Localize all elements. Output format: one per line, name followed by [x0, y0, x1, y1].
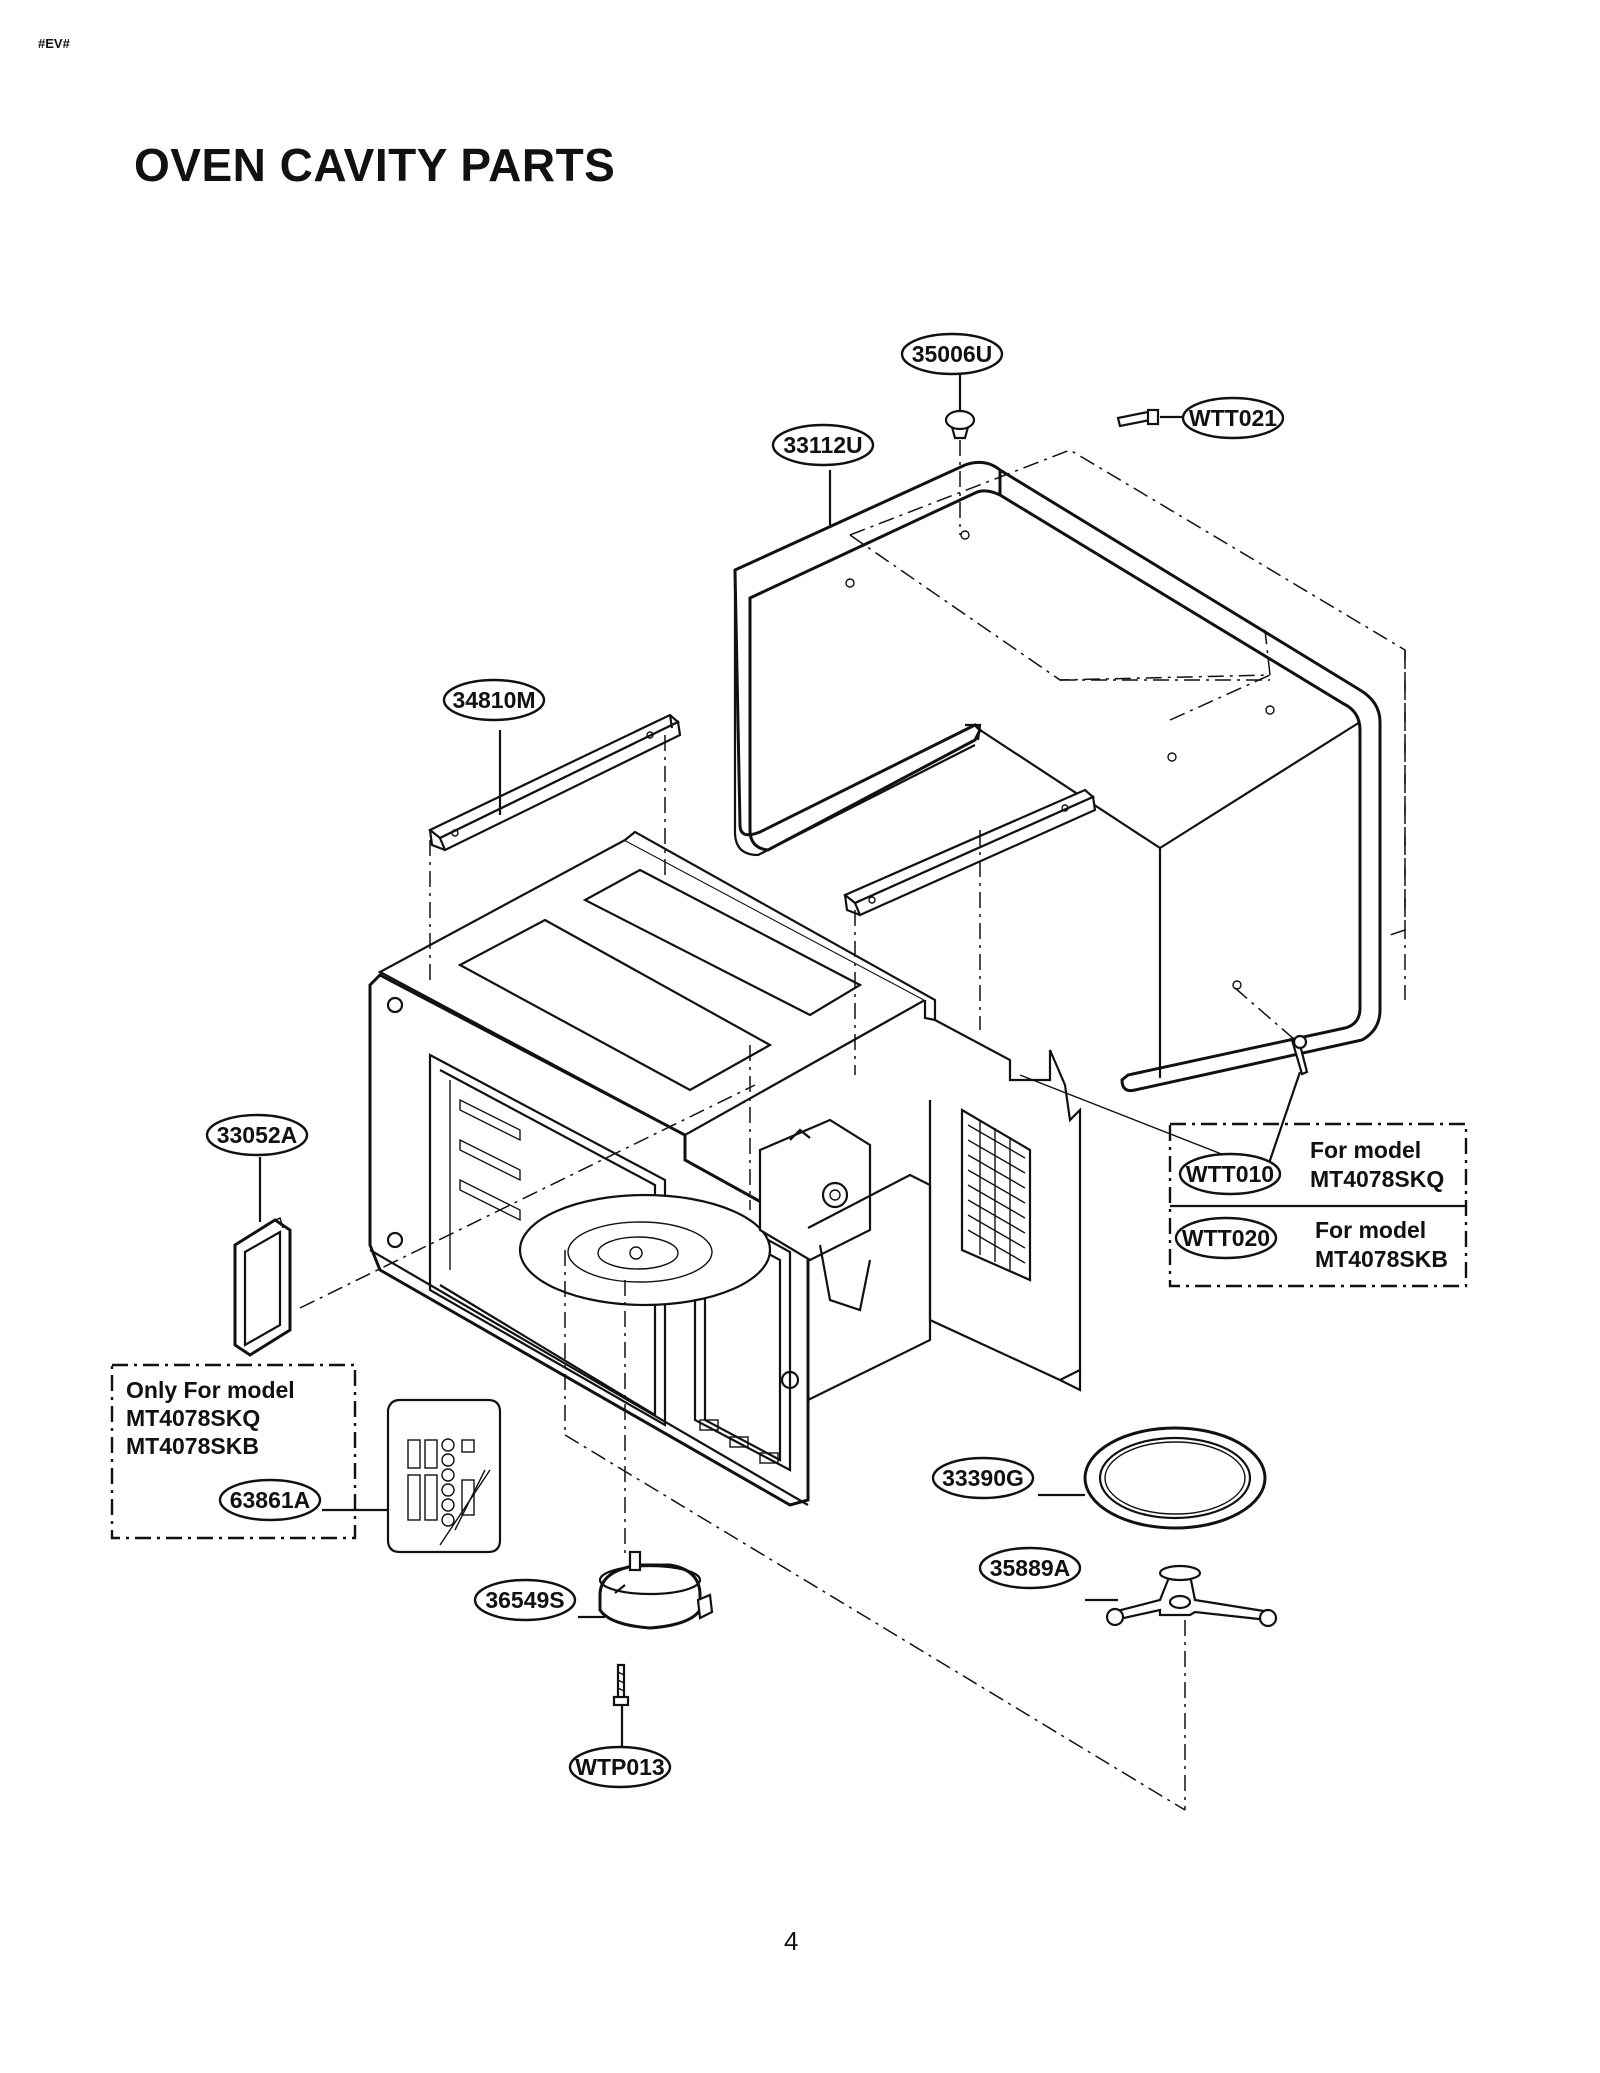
svg-text:WTT020: WTT020	[1182, 1225, 1270, 1251]
label-WTT021: WTT021	[1181, 396, 1285, 440]
oven-cavity	[368, 830, 1082, 1507]
label-33390G: 33390G	[931, 1456, 1035, 1500]
page-mark: #EV#	[38, 36, 70, 51]
part-WTT021-screw	[1116, 408, 1160, 428]
part-36549S-motor	[598, 1550, 714, 1630]
svg-text:33390G: 33390G	[942, 1465, 1024, 1491]
svg-text:WTP013: WTP013	[575, 1754, 664, 1780]
svg-text:33112U: 33112U	[783, 432, 862, 458]
top-rail-right	[842, 788, 1097, 917]
svg-text:WTT021: WTT021	[1189, 405, 1277, 431]
svg-text:WTT010: WTT010	[1186, 1161, 1274, 1187]
svg-text:MT4078SKQ: MT4078SKQ	[1310, 1166, 1444, 1192]
label-35006U: 35006U	[900, 332, 1004, 376]
label-34810M: 34810M	[442, 678, 546, 722]
part-WTT010-screw	[1290, 1034, 1309, 1076]
svg-text:MT4078SKB: MT4078SKB	[1315, 1246, 1448, 1272]
svg-text:MT4078SKQ: MT4078SKQ	[126, 1405, 260, 1431]
svg-text:63861A: 63861A	[230, 1487, 311, 1513]
svg-text:For model: For model	[1310, 1137, 1421, 1163]
page-title: OVEN CAVITY PARTS	[134, 139, 616, 191]
svg-text:34810M: 34810M	[452, 687, 535, 713]
svg-text:Only For model: Only For model	[126, 1377, 295, 1403]
part-35006U-cap	[944, 409, 976, 440]
label-33112U: 33112U	[771, 423, 875, 467]
top-rail-left	[427, 713, 682, 852]
label-36549S: 36549S	[473, 1578, 577, 1622]
label-35889A: 35889A	[978, 1546, 1082, 1590]
svg-text:35889A: 35889A	[990, 1555, 1071, 1581]
svg-text:33052A: 33052A	[217, 1122, 298, 1148]
part-35889A-roller	[1105, 1564, 1278, 1628]
part-33052A-cover	[233, 1217, 292, 1357]
svg-text:35006U: 35006U	[912, 341, 993, 367]
leader-lines	[258, 375, 1302, 1811]
svg-text:36549S: 36549S	[485, 1587, 564, 1613]
note-box-panel: Only For model MT4078SKQ MT4078SKB	[110, 1363, 357, 1540]
label-33052A: 33052A	[205, 1113, 309, 1157]
page-number: 4	[784, 1926, 799, 1956]
note-box-screws: WTT010 For model MT4078SKQ WTT020 For mo…	[1168, 1122, 1468, 1288]
label-63861A: 63861A	[218, 1478, 322, 1522]
label-WTP013: WTP013	[568, 1745, 672, 1789]
part-63861A-panel	[386, 1398, 502, 1554]
part-WTP013-screw	[612, 1663, 630, 1707]
svg-text:For model: For model	[1315, 1217, 1426, 1243]
outer-cabinet	[733, 449, 1406, 1092]
part-33390G-tray	[1083, 1426, 1267, 1530]
svg-text:MT4078SKB: MT4078SKB	[126, 1433, 259, 1459]
